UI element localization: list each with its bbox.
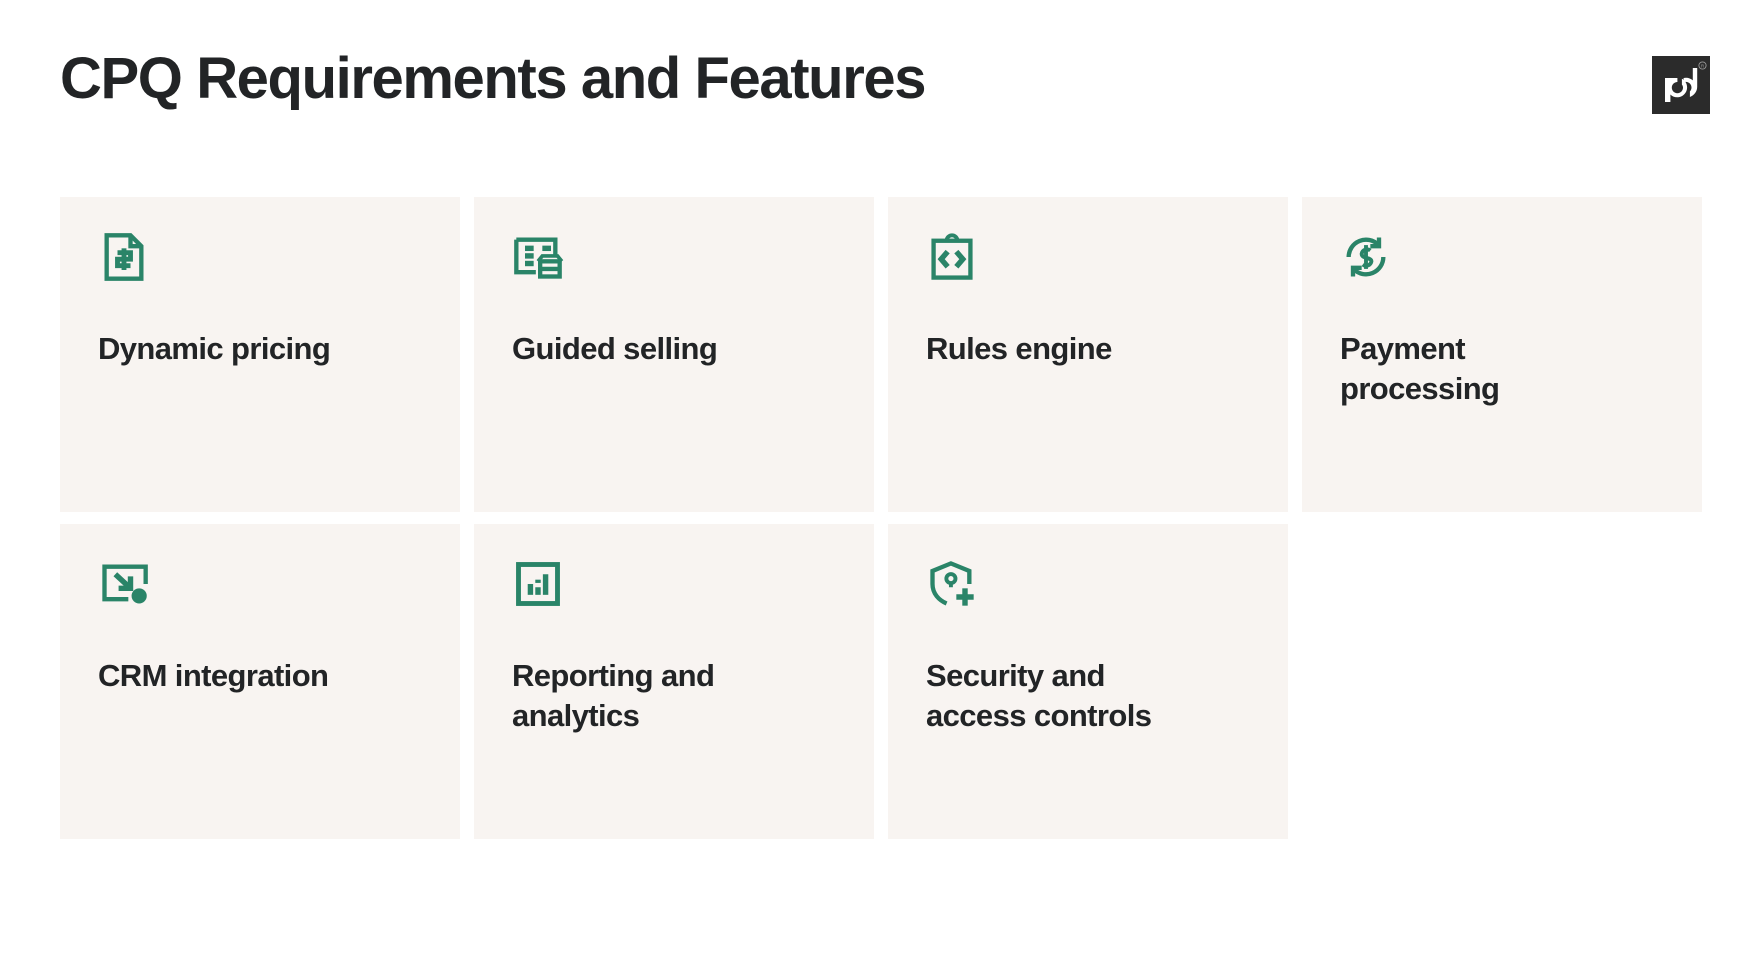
feature-card-label: Reporting and analytics (512, 658, 715, 734)
document-dollar-icon (98, 231, 150, 283)
svg-text:R: R (1701, 64, 1705, 69)
empty-grid-cell (1302, 524, 1702, 839)
pandadoc-logo: R (1652, 56, 1710, 114)
bar-chart-icon (512, 558, 564, 610)
import-arrow-icon (98, 558, 150, 610)
feature-card-label: Payment processing (1340, 331, 1500, 407)
feature-card-label: Guided selling (512, 331, 718, 366)
form-list-card-icon (512, 231, 564, 283)
feature-card-rules-engine[interactable]: Rules engine (888, 197, 1288, 512)
feature-card-label: Security and access controls (926, 658, 1152, 734)
feature-card-label: CRM integration (98, 658, 329, 693)
feature-card-payment-processing[interactable]: Payment processing (1302, 197, 1702, 512)
feature-card-label: Dynamic pricing (98, 331, 331, 366)
feature-card-reporting-analytics[interactable]: Reporting and analytics (474, 524, 874, 839)
refresh-dollar-icon (1340, 231, 1392, 283)
feature-card-guided-selling[interactable]: Guided selling (474, 197, 874, 512)
feature-card-label: Rules engine (926, 331, 1112, 366)
clipboard-code-icon (926, 231, 978, 283)
shield-lock-plus-icon (926, 558, 978, 610)
feature-card-grid: Dynamic pricing Guided selling (60, 197, 1702, 839)
feature-card-dynamic-pricing[interactable]: Dynamic pricing (60, 197, 460, 512)
feature-card-crm-integration[interactable]: CRM integration (60, 524, 460, 839)
feature-card-security-access-controls[interactable]: Security and access controls (888, 524, 1288, 839)
page-title: CPQ Requirements and Features (60, 46, 926, 111)
